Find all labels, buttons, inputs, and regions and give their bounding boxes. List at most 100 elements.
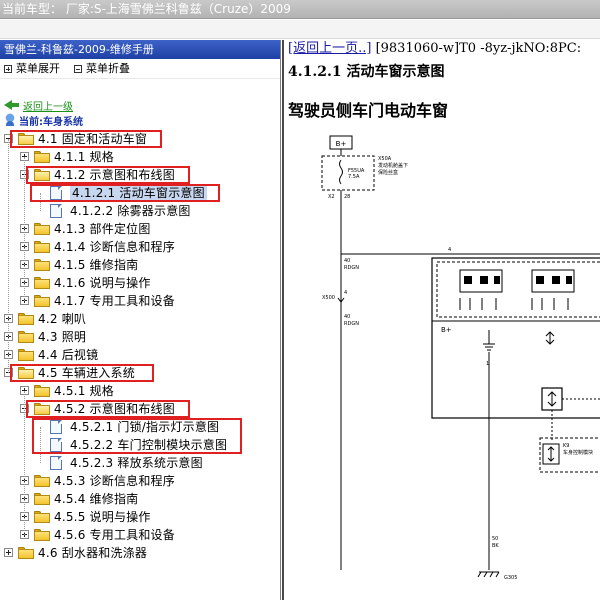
tree-item-4.5.4[interactable]: 4.5.4 维修指南 bbox=[0, 490, 280, 508]
tree-item-4.1.6[interactable]: 4.1.6 说明与操作 bbox=[0, 274, 280, 292]
tree-item-label: 4.3 照明 bbox=[38, 330, 87, 344]
navigation-pane: 雪佛兰-科鲁兹-2009-维修手册 菜单展开 菜单折叠 返回上一级 当前:车身系… bbox=[0, 40, 281, 600]
tree-item-4.4[interactable]: 4.4 后视镜 bbox=[0, 346, 280, 364]
tree-item-4.1.3[interactable]: 4.1.3 部件定位图 bbox=[0, 220, 280, 238]
doc-header-line: [返回上一页..] [9831060-w]T0 -8yz-jkNO:8PC: bbox=[288, 40, 581, 58]
tree-item-4.1.7[interactable]: 4.1.7 专用工具和设备 bbox=[0, 292, 280, 310]
window-switch-1 bbox=[459, 269, 503, 293]
tree-item-label: 4.5.5 说明与操作 bbox=[54, 510, 151, 524]
pin-28: 28 bbox=[344, 194, 350, 200]
folder-icon bbox=[34, 277, 50, 289]
connector-x2: X2 bbox=[328, 194, 335, 200]
folder-icon bbox=[34, 511, 50, 523]
expand-all-button[interactable]: 菜单展开 bbox=[4, 59, 60, 78]
folder-icon bbox=[34, 295, 50, 307]
folder-icon bbox=[34, 475, 50, 487]
tree-item-label: 4.5.1 规格 bbox=[54, 384, 114, 398]
tree-item-label: 4.5.3 诊断信息和程序 bbox=[54, 474, 175, 488]
folder-icon bbox=[34, 385, 50, 397]
folder-icon bbox=[34, 259, 50, 271]
tree-item-4.5.3[interactable]: 4.5.3 诊断信息和程序 bbox=[0, 472, 280, 490]
expand-toggle-icon[interactable] bbox=[4, 548, 13, 557]
k9-signal-box bbox=[542, 443, 560, 465]
tree-connector-line bbox=[24, 391, 25, 535]
folder-icon bbox=[18, 331, 34, 343]
pin-4: 4 bbox=[344, 290, 347, 296]
tree-item-4.3[interactable]: 4.3 照明 bbox=[0, 328, 280, 346]
folder-icon bbox=[34, 241, 50, 253]
k9-id: K9 bbox=[563, 443, 569, 449]
tree-item-label: 4.1.3 部件定位图 bbox=[54, 222, 151, 236]
window-switch-2 bbox=[531, 269, 575, 293]
tree-item-label: 4.5.6 专用工具和设备 bbox=[54, 528, 175, 542]
tree-item-label: 4.5.2 示意图和布线图 bbox=[54, 402, 175, 416]
tree-item-4.1.2.1[interactable]: 4.1.2.1 活动车窗示意图 bbox=[0, 184, 280, 202]
tree-item-4.5.5[interactable]: 4.5.5 说明与操作 bbox=[0, 508, 280, 526]
tree-item-label: 4.1.6 说明与操作 bbox=[54, 276, 151, 290]
tree-item-4.1.4[interactable]: 4.1.4 诊断信息和程序 bbox=[0, 238, 280, 256]
wire-gauge-3: 50 bbox=[492, 536, 498, 542]
switch-module-box bbox=[431, 257, 600, 419]
tree-item-label: 4.1.7 专用工具和设备 bbox=[54, 294, 175, 308]
tree-item-4.1.2[interactable]: 4.1.2 示意图和布线图 bbox=[0, 166, 280, 184]
tree-item-4.5.2.3[interactable]: 4.5.2.3 释放系统示意图 bbox=[0, 454, 280, 472]
folder-open-icon bbox=[34, 403, 50, 415]
tree-item-4.6[interactable]: 4.6 刮水器和洗涤器 bbox=[0, 544, 280, 562]
folder-icon bbox=[34, 529, 50, 541]
tree-item-4.1[interactable]: 4.1 固定和活动车窗 bbox=[0, 130, 280, 148]
fuse-id: F55UA bbox=[348, 168, 365, 174]
document-icon bbox=[50, 456, 62, 470]
wire-gauge-1: 40 bbox=[344, 258, 350, 264]
tree-item-4.5.2[interactable]: 4.5.2 示意图和布线图 bbox=[0, 400, 280, 418]
pin-4-right: 4 bbox=[448, 247, 451, 253]
chassis-ground-icon bbox=[477, 571, 500, 578]
ground-symbol-icon bbox=[483, 343, 495, 351]
collapse-all-label: 菜单折叠 bbox=[86, 61, 130, 75]
tree-item-4.5.2.1[interactable]: 4.5.2.1 门锁/指示灯示意图 bbox=[0, 418, 280, 436]
back-arrow-icon[interactable] bbox=[4, 99, 20, 111]
k9-desc: 车身控制模块 bbox=[563, 449, 593, 456]
tree-connector-line bbox=[24, 157, 25, 301]
doc-title: 4.1.2.1 活动车窗示意图 bbox=[288, 64, 445, 80]
fuse-amp: 7.5A bbox=[348, 174, 360, 180]
wire-color-3: BK bbox=[492, 543, 499, 549]
tree-item-label: 4.5.2.1 门锁/指示灯示意图 bbox=[70, 420, 220, 434]
tree-connector-line bbox=[40, 193, 41, 211]
tree-item-4.5[interactable]: 4.5 车辆进入系统 bbox=[0, 364, 280, 382]
switch-group-box bbox=[436, 261, 600, 318]
fuse-symbol bbox=[339, 159, 343, 185]
k9-arrow-icon bbox=[547, 446, 555, 462]
document-icon bbox=[50, 204, 62, 218]
tree-item-4.1.2.2[interactable]: 4.1.2.2 除雾器示意图 bbox=[0, 202, 280, 220]
tree-item-label: 4.5.2.3 释放系统示意图 bbox=[70, 456, 203, 470]
back-link[interactable]: 返回上一级 bbox=[23, 101, 73, 113]
current-location-label: 当前:车身系统 bbox=[19, 116, 83, 128]
switch-wires bbox=[459, 298, 569, 310]
tree-item-label: 4.6 刮水器和洗涤器 bbox=[38, 546, 148, 560]
folder-icon bbox=[34, 223, 50, 235]
bidirectional-arrow-icon bbox=[545, 331, 555, 345]
tree-item-label: 4.5.4 维修指南 bbox=[54, 492, 139, 506]
connector-x500: X500 bbox=[322, 295, 335, 301]
tree-item-4.5.2.2[interactable]: 4.5.2.2 车门控制模块示意图 bbox=[0, 436, 280, 454]
fuse-block-desc2: 保险丝盒 bbox=[378, 169, 398, 176]
content-pane: [返回上一页..] [9831060-w]T0 -8yz-jkNO:8PC: 4… bbox=[282, 40, 600, 600]
tree-item-4.1.1[interactable]: 4.1.1 规格 bbox=[0, 148, 280, 166]
tree-item-4.5.1[interactable]: 4.5.1 规格 bbox=[0, 382, 280, 400]
tree-item-4.2[interactable]: 4.2 喇叭 bbox=[0, 310, 280, 328]
minus-box-icon bbox=[74, 64, 82, 73]
tree-item-4.1.5[interactable]: 4.1.5 维修指南 bbox=[0, 256, 280, 274]
fuse-block-desc1: 发动机舱盖下 bbox=[378, 162, 408, 169]
user-icon bbox=[4, 113, 16, 127]
tree-item-label: 4.1.2 示意图和布线图 bbox=[54, 168, 175, 182]
return-prev-link[interactable]: [返回上一页..] bbox=[288, 41, 372, 56]
window-title: 当前车型： 厂家:S-上海雪佛兰科鲁兹（Cruze）2009 bbox=[2, 2, 291, 16]
tree-item-label: 4.1.1 规格 bbox=[54, 150, 114, 164]
collapse-all-button[interactable]: 菜单折叠 bbox=[74, 59, 130, 78]
toolbar-area bbox=[0, 20, 600, 39]
tree-item-4.5.6[interactable]: 4.5.6 专用工具和设备 bbox=[0, 526, 280, 544]
folder-open-icon bbox=[18, 367, 34, 379]
wire-color-1: RDGN bbox=[344, 265, 359, 271]
tree-connector-line bbox=[8, 139, 9, 373]
tree-item-label: 4.1.2.2 除雾器示意图 bbox=[70, 204, 191, 218]
